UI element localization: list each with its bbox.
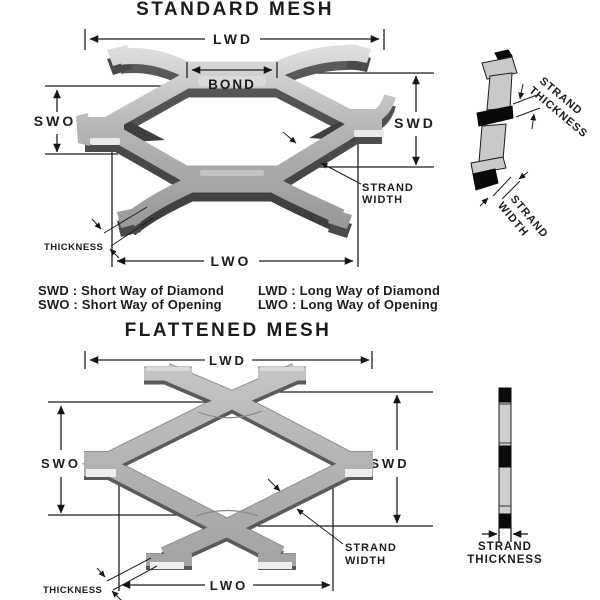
bond-dimension: BOND xyxy=(186,62,278,92)
strand-width-arrow-1 xyxy=(320,162,362,185)
strand-thickness-arrow-1 xyxy=(518,83,525,100)
flattened-light-layer xyxy=(84,364,374,566)
flattened-strand-profile: STRAND THICKNESS xyxy=(467,387,542,566)
profile-bar-dividers xyxy=(499,403,511,507)
thickness-line-2 xyxy=(110,217,154,247)
f-strand-thickness-label-2: THICKNESS xyxy=(467,554,542,566)
bond-label: BOND xyxy=(208,77,256,92)
strand-thickness-ext-1 xyxy=(512,94,538,105)
bond-highlight xyxy=(198,76,266,86)
swo-label: SWO xyxy=(34,113,76,129)
profile-bar-black-bottom xyxy=(498,513,512,529)
standard-mesh-section: STANDARD MESH LWD SWO SWD xyxy=(34,0,590,269)
f-strand-width-arrow-1 xyxy=(296,508,344,545)
thickness-label: THICKNESS xyxy=(44,242,103,253)
lwo-label: LWO xyxy=(211,253,252,269)
f-swo-label: SWO xyxy=(41,456,81,471)
strand-width-label-1: STRAND xyxy=(362,182,414,194)
node-right-horn xyxy=(372,94,396,122)
f-tip-tr-highlight xyxy=(260,367,304,371)
flattened-callouts: THICKNESS STRAND WIDTH xyxy=(43,478,397,600)
standard-mesh-title: STANDARD MESH xyxy=(136,0,334,20)
f-thickness-arrow-2 xyxy=(111,590,122,600)
node-right-highlight xyxy=(354,130,384,137)
f-thickness-label: THICKNESS xyxy=(43,585,102,596)
f-swd-label: SWD xyxy=(370,456,409,471)
f-lwo-label: LWO xyxy=(210,578,249,593)
f-thickness-arrow-1 xyxy=(96,567,106,578)
strand-lower-left xyxy=(103,122,195,184)
diamond-strands xyxy=(84,390,374,538)
strand-width-label-2: WIDTH xyxy=(362,194,403,206)
profile-width-ext-2 xyxy=(501,180,521,200)
legend-lwd: LWD : Long Way of Diamond xyxy=(258,283,440,298)
flattened-mesh-section: FLATTENED MESH LWD SWO SWD LWO xyxy=(41,320,542,600)
swd-label: SWD xyxy=(394,115,436,131)
profile-width-arrow-2 xyxy=(518,171,529,180)
top-crossing-seam xyxy=(197,410,263,419)
flattened-mesh-title: FLATTENED MESH xyxy=(125,320,332,341)
f-tip-br-highlight xyxy=(258,562,292,569)
profile-bar-black-mid xyxy=(498,445,512,468)
strand-upper-right xyxy=(271,71,362,130)
node-left-highlight xyxy=(90,138,120,145)
thickness-line-1 xyxy=(103,206,148,234)
thickness-arrow-1 xyxy=(91,218,102,230)
profile-bar-black-top xyxy=(498,387,512,403)
legend: SWD : Short Way of Diamond LWD : Long Wa… xyxy=(38,283,440,312)
f-node-left-highlight xyxy=(86,469,116,477)
f-node-right-highlight xyxy=(345,469,372,477)
flattened-mesh-artwork xyxy=(81,363,376,570)
strand-thickness-ext-2 xyxy=(515,107,541,118)
f-thickness-line-1 xyxy=(106,557,152,582)
standard-callouts: THICKNESS STRAND WIDTH xyxy=(44,131,414,259)
f-thickness-line-2 xyxy=(112,565,158,591)
strand-width-arrow-2 xyxy=(282,131,297,144)
bottom-bond-highlight xyxy=(200,170,264,176)
strand-lower-right xyxy=(269,119,362,184)
profile-width-rotated-label: STRAND WIDTH xyxy=(495,193,550,240)
f-arm-bottom-right xyxy=(223,520,284,563)
flattened-dimensions: LWD SWO SWD LWO xyxy=(41,351,433,593)
standard-mesh-artwork xyxy=(76,44,396,238)
bottom-crossing-seam xyxy=(195,509,259,517)
thickness-arrow-2 xyxy=(109,248,120,259)
legend-swd: SWD : Short Way of Diamond xyxy=(38,283,224,298)
f-strand-width-label-2: WIDTH xyxy=(345,555,386,567)
f-strand-width-label-1: STRAND xyxy=(345,542,397,554)
f-strand-width-arrow-2 xyxy=(267,478,281,492)
profile-width-arrow-1 xyxy=(479,197,489,207)
strand-thickness-arrow-2 xyxy=(530,113,537,130)
standard-mesh-tips xyxy=(76,44,371,229)
legend-lwo: LWO : Long Way of Opening xyxy=(258,297,438,312)
f-strand-thickness-label-1: STRAND xyxy=(478,541,532,553)
strand-thickness-rotated-label: STRAND THICKNESS xyxy=(527,75,590,140)
f-lwd-label: LWD xyxy=(209,353,247,368)
standard-strand-profile: STRAND THICKNESS STRAND WIDTH xyxy=(470,49,590,241)
f-tip-bl-highlight xyxy=(150,562,184,569)
lwd-label: LWD xyxy=(213,31,253,47)
profile-width-ext-1 xyxy=(492,176,512,197)
f-tip-tl-highlight xyxy=(146,367,190,371)
f-arm-bottom-left xyxy=(161,520,231,564)
legend-swo: SWO : Short Way of Opening xyxy=(38,297,222,312)
